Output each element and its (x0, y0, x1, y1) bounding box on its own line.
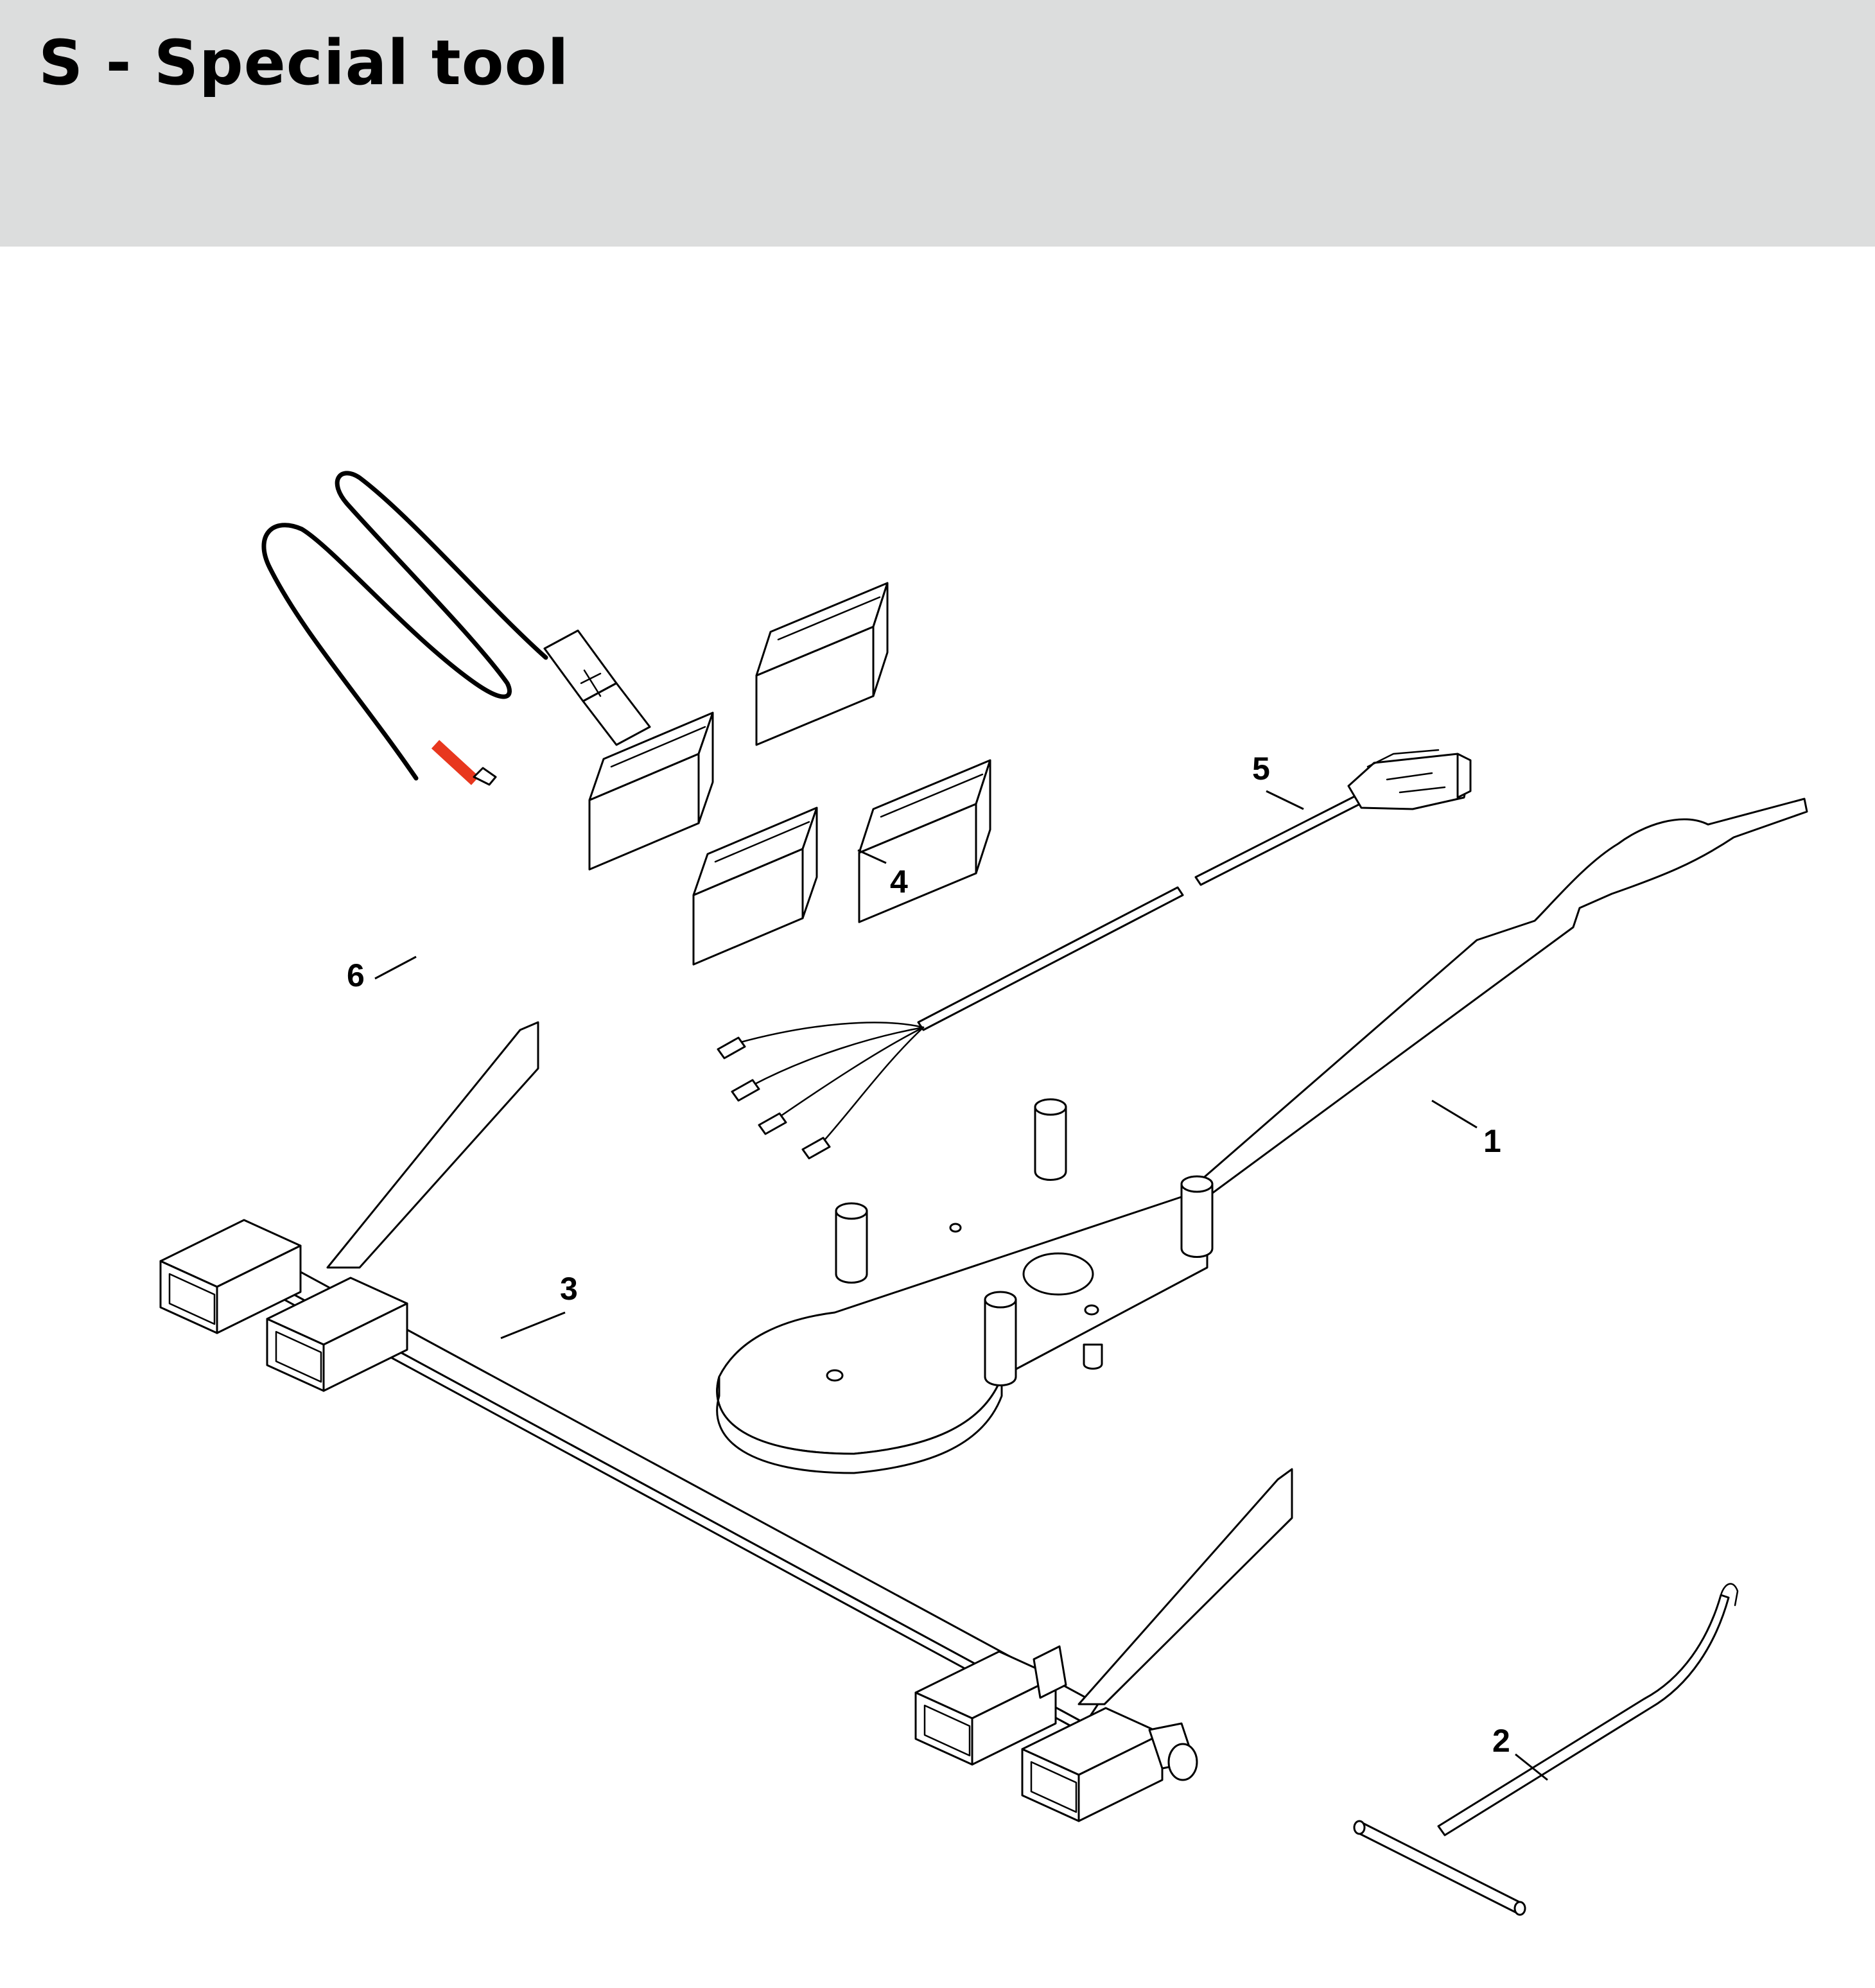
usb-plug-tip (582, 682, 651, 746)
usb-cable[interactable] (261, 471, 651, 786)
usb-cable-plug-small (473, 767, 497, 786)
callout-5[interactable]: 5 (1252, 751, 1270, 787)
locating-pins (835, 1098, 1214, 1386)
leader-line-5 (1266, 790, 1304, 810)
spacer-blocks[interactable] (588, 582, 991, 966)
leader-line-3 (500, 1311, 566, 1339)
spacer-block-1 (755, 582, 889, 746)
t-handle-hook[interactable] (1353, 1583, 1739, 1916)
page-title: S - Special tool (39, 27, 570, 99)
spacer-block-2 (858, 759, 991, 923)
leader-line-4 (857, 849, 887, 864)
callout-4[interactable]: 4 (890, 864, 908, 900)
callout-2[interactable]: 2 (1492, 1723, 1510, 1759)
callout-3[interactable]: 3 (560, 1271, 578, 1307)
usb-cable-red-sleeve (431, 740, 480, 785)
callout-1[interactable]: 1 (1483, 1123, 1501, 1159)
connector-cable[interactable] (717, 749, 1472, 1160)
usb-symbol-icon (580, 669, 602, 697)
spacer-block-3 (588, 711, 714, 871)
leader-line-2 (1515, 1753, 1548, 1781)
spacer-block-4 (692, 807, 818, 966)
exploded-view-drawing: 1 2 3 4 5 6 (159, 471, 1808, 1916)
gauge-socket-2 (266, 1277, 408, 1392)
callout-6[interactable]: 6 (347, 957, 365, 993)
header-banner: S - Special tool (0, 0, 1875, 247)
holding-plate-tool[interactable] (716, 798, 1808, 1474)
leader-line-1 (1431, 1099, 1478, 1129)
wire-ferrules (717, 1036, 831, 1160)
gauge-socket-1 (159, 1219, 302, 1334)
leader-line-6 (374, 955, 417, 980)
gauge-socket-3 (914, 1650, 1057, 1766)
parts-diagram: 1 2 3 4 5 6 (0, 247, 1875, 1988)
alignment-gauge[interactable] (159, 1021, 1293, 1822)
